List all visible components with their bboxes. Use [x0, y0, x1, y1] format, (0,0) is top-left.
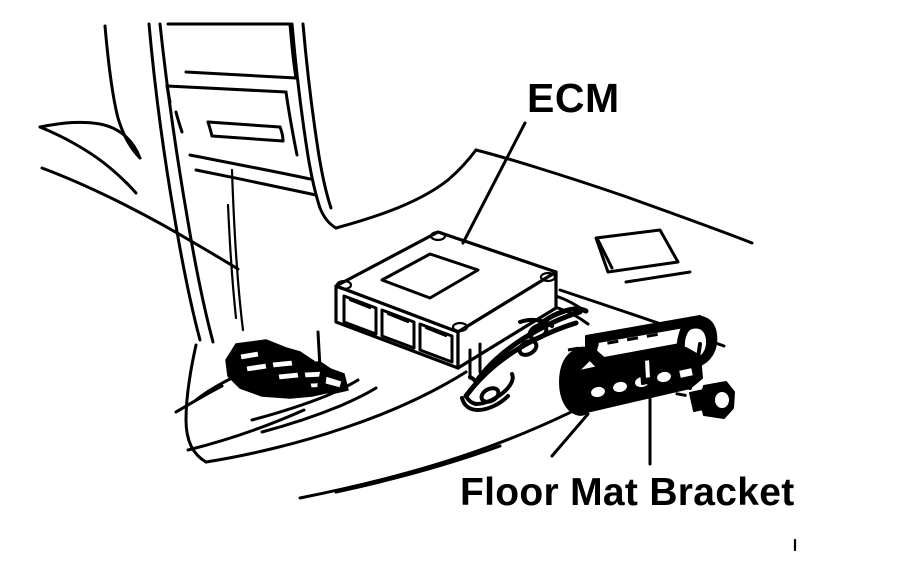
floor-mat-bracket-leader-diagonal	[550, 412, 590, 458]
ecm-module	[334, 230, 590, 412]
ecm-label: ECM	[527, 75, 620, 121]
ecm-leader-line	[461, 121, 527, 245]
floor-mat-bracket	[559, 315, 718, 416]
floor-mat-bracket-label: Floor Mat Bracket	[460, 471, 795, 514]
dashboard-panel	[38, 22, 338, 344]
wiring-connector-cluster	[225, 330, 349, 399]
callout-leader-lines	[461, 121, 797, 552]
mounting-bolt	[676, 381, 735, 419]
